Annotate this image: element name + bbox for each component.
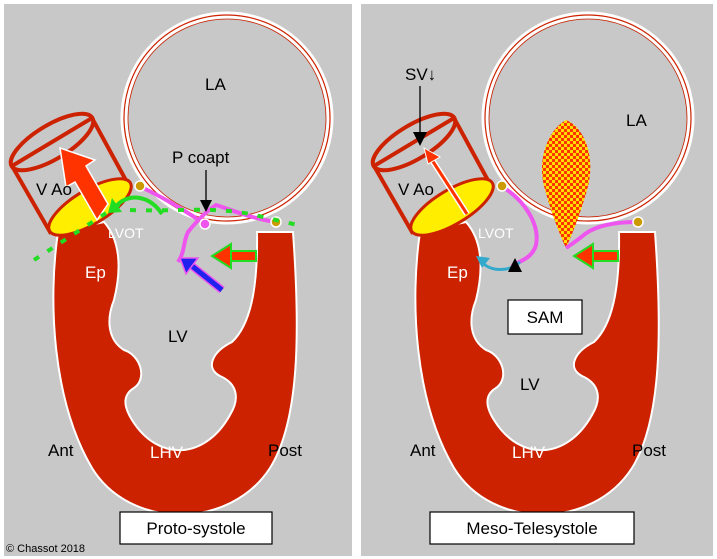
left-atrium-wall bbox=[123, 14, 331, 222]
blue-arrow bbox=[178, 257, 225, 294]
sv-arrowhead bbox=[413, 132, 427, 146]
anterior-hinge bbox=[134, 180, 146, 192]
label-post: Post bbox=[632, 441, 666, 460]
label-v-ao: V Ao bbox=[36, 180, 72, 199]
copyright: © Chassot 2018 bbox=[6, 543, 85, 555]
label-ant: Ant bbox=[48, 441, 74, 460]
left-atrium-wall bbox=[484, 14, 692, 222]
label-lvot: LVOT bbox=[108, 225, 144, 241]
sam-label-box bbox=[507, 299, 583, 335]
ejection-arrow bbox=[59, 146, 109, 222]
caption-box bbox=[119, 511, 273, 545]
label-la: LA bbox=[205, 75, 226, 94]
posterior-hinge bbox=[632, 216, 644, 228]
caption-box bbox=[429, 511, 635, 545]
label-sv: SV↓ bbox=[405, 65, 436, 84]
label-ant: Ant bbox=[410, 441, 436, 460]
label-v-ao: V Ao bbox=[398, 180, 434, 199]
label-post: Post bbox=[268, 441, 302, 460]
label-ep: Ep bbox=[85, 263, 106, 282]
anterior-mitral-leaflet bbox=[499, 184, 539, 268]
label-p-coapt: P coapt bbox=[172, 148, 230, 167]
label-lhv: LHV bbox=[512, 443, 546, 462]
panel-meso-telesystole: SAM LA V Ao LVOT Ep LV LHV Ant Post SV↓ … bbox=[361, 4, 713, 556]
label-lv: LV bbox=[168, 327, 188, 346]
aortic-root bbox=[370, 111, 495, 237]
label-la: LA bbox=[626, 111, 647, 130]
posterior-wall-arrow bbox=[210, 242, 257, 270]
myocardium bbox=[414, 220, 660, 516]
sam-jet bbox=[541, 120, 591, 248]
label-lhv: LHV bbox=[150, 443, 184, 462]
reduced-ejection-arrow bbox=[423, 146, 470, 216]
coaptation-point bbox=[199, 218, 211, 230]
anterior-hinge bbox=[496, 180, 508, 192]
aortic-annulus bbox=[409, 177, 495, 237]
green-flow-curve bbox=[114, 195, 164, 216]
panel-proto-systole: LA V Ao LVOT Ep LV LHV Ant Post P coapt … bbox=[4, 4, 352, 556]
contact-triangle bbox=[508, 258, 522, 272]
caption-meso-telesystole: Meso-Telesystole bbox=[466, 519, 597, 538]
posterior-mitral-leaflet bbox=[564, 220, 638, 250]
caption-proto-systole: Proto-systole bbox=[146, 519, 245, 538]
label-lvot: LVOT bbox=[478, 225, 514, 241]
posterior-wall-arrow bbox=[572, 242, 619, 270]
coaptation-dotted-line bbox=[32, 202, 303, 262]
myocardium bbox=[52, 220, 298, 516]
label-ep: Ep bbox=[447, 263, 468, 282]
p-coapt-arrowhead bbox=[200, 200, 212, 212]
label-sam: SAM bbox=[527, 308, 564, 327]
label-lv: LV bbox=[520, 375, 540, 394]
